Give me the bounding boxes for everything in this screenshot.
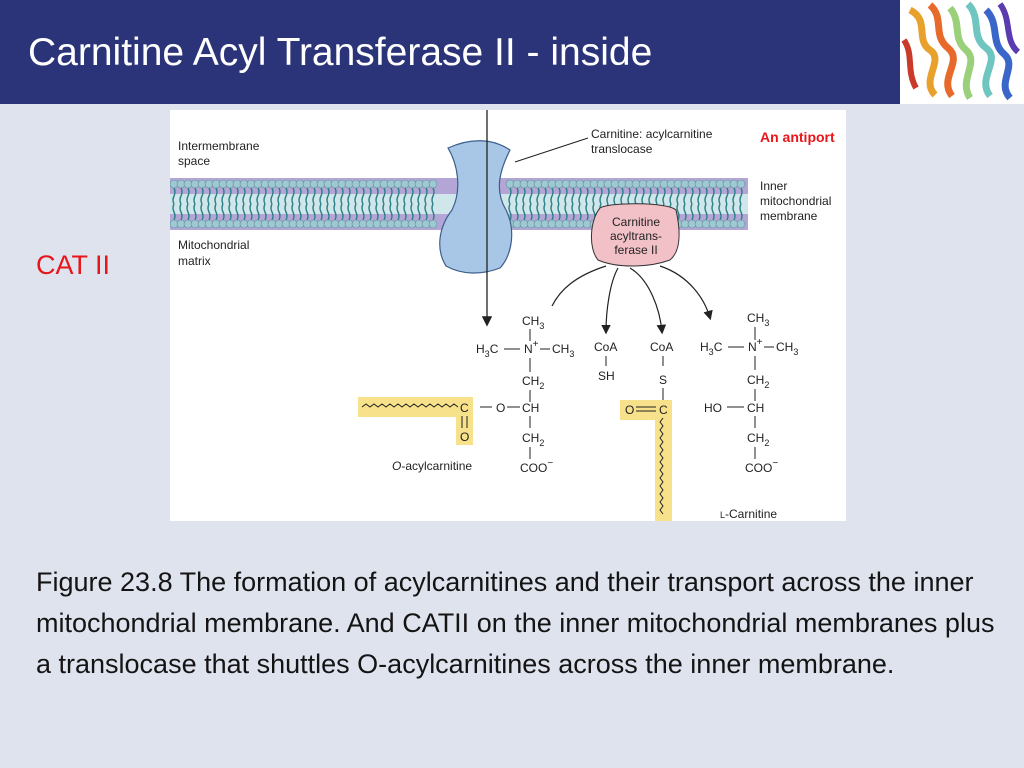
o-acylcarnitine-structure: CH3 H3C N+ CH3 CH2 CH O C O CH2 COO− O-a… [361,314,574,475]
acylcoa-highlight-chain [655,400,672,521]
atom-carn-ch2-upper: CH2 [747,373,769,390]
o-acylcarnitine-label: O-acylcarnitine [392,459,472,473]
intermembrane-label-2: space [178,154,210,168]
enzyme-label-3: ferase II [614,243,657,257]
reaction-arrow-acylcarnitine [551,265,607,307]
atom-o-ester: O [496,401,505,415]
atom-carn-ch: CH [747,401,764,415]
atom-h3c: H3C [476,342,499,359]
membrane-label-1: Inner [760,179,787,193]
atom-carn-ch3-right: CH3 [776,340,798,357]
reaction-arrow-carnitine [659,265,713,321]
diagram-svg: Intermembrane space Mitochondrial matrix… [169,110,835,521]
reaction-arrow-coa [601,267,619,335]
atom-carn-ch3-top: CH3 [747,311,769,328]
atom-carn-ch2-lower: CH2 [747,431,769,448]
coa-sh-structure: CoA SH [594,340,617,383]
figure-caption: Figure 23.8 The formation of acylcarniti… [36,567,995,679]
cat-ii-label: CAT II [36,250,111,280]
atom-coa-1: CoA [594,340,617,354]
atom-ch2-upper: CH2 [522,374,544,391]
matrix-label-1: Mitochondrial [178,238,249,252]
matrix-label-2: matrix [178,254,211,268]
cat-ii-enzyme: Carnitine acyltrans- ferase II [591,203,680,267]
translocase-label-1: Carnitine: acylcarnitine [591,127,713,141]
acyl-coa-structure: CoA S C O [625,340,673,515]
atom-ch2-lower: CH2 [522,431,544,448]
atom-ch: CH [522,401,539,415]
atom-carn-h3c: H3C [700,340,723,357]
acyl-highlight-horizontal [358,397,473,417]
atom-carn-coo: COO− [745,458,778,475]
enzyme-label-2: acyltrans- [610,229,662,243]
reaction-arrow-acylcoa [629,267,667,335]
translocase-pointer [514,137,589,163]
enzyme-label-1: Carnitine [612,215,660,229]
translocase-protein [439,140,513,274]
antiport-note: An antiport [760,129,835,145]
l-carnitine-label: L-Carnitine [720,507,777,521]
protein-structure-image [900,0,1024,104]
intermembrane-label-1: Intermembrane [178,139,260,153]
atom-carn-ho: HO [704,401,722,415]
translocase-label-2: translocase [591,142,653,156]
atom-sh: SH [598,369,615,383]
atom-n-plus: N+ [524,339,539,356]
atom-o-carbonyl: O [460,430,469,444]
atom-o-acyl: O [625,403,634,417]
atom-coa-2: CoA [650,340,673,354]
membrane-label-2: mitochondrial [760,194,831,208]
acyl-highlight-carbonyl [456,397,473,445]
atom-ch3-right: CH3 [552,342,574,359]
title-bar: Carnitine Acyl Transferase II - inside [0,0,1024,104]
l-carnitine-structure: CH3 H3C N+ CH3 CH2 CH HO CH2 COO− L-Carn… [700,311,798,521]
atom-c-acyl: C [659,403,668,417]
atom-coo: COO− [520,458,553,475]
atom-c-carbonyl: C [460,401,469,415]
membrane-label-3: membrane [760,209,818,223]
atom-ch3-top: CH3 [522,314,544,331]
figure-diagram: Intermembrane space Mitochondrial matrix… [169,110,846,521]
slide-title: Carnitine Acyl Transferase II - inside [28,31,653,74]
atom-carn-n: N+ [748,337,763,354]
atom-s: S [659,373,667,387]
